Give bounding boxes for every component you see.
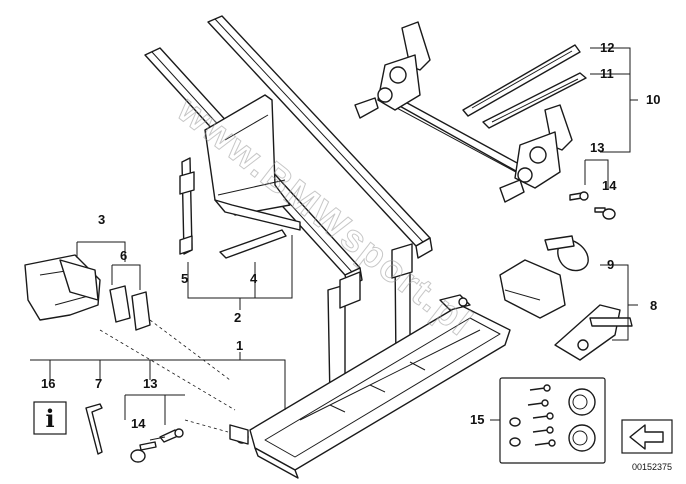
callout-14-upper: 14 — [602, 178, 617, 193]
allen-key-7 — [85, 403, 103, 455]
drawing-ref-box: 00152375 — [621, 419, 673, 472]
clamp-9 — [499, 235, 589, 319]
callout-3: 3 — [98, 212, 105, 227]
callout-12: 12 — [600, 40, 614, 55]
callout-10: 10 — [646, 92, 660, 107]
rack-frame — [144, 15, 511, 479]
callout-11: 11 — [600, 66, 614, 81]
wheel-holder-assembly — [354, 21, 616, 220]
lock-set-15 — [499, 377, 606, 464]
cover-3 — [24, 254, 101, 321]
pad-4 — [219, 229, 287, 259]
callout-6: 6 — [120, 248, 127, 263]
strap-12 — [462, 44, 581, 117]
callout-2: 2 — [234, 310, 241, 325]
callout-9: 9 — [607, 257, 614, 272]
bracket-8 — [554, 304, 633, 361]
drawing-id: 00152375 — [632, 462, 672, 472]
strap-5 — [179, 157, 195, 255]
info-symbol: i — [45, 404, 54, 433]
pad-6 — [109, 285, 151, 331]
callout-16: 16 — [41, 376, 55, 391]
strap-11 — [482, 72, 587, 129]
callout-14-lower: 14 — [131, 416, 146, 431]
callout-5: 5 — [181, 271, 188, 286]
callout-lines — [30, 47, 638, 433]
callout-13-lower: 13 — [143, 376, 157, 391]
screw-key-set — [130, 428, 184, 463]
callout-15: 15 — [470, 412, 484, 427]
info-box-16: i — [33, 401, 67, 435]
callout-4: 4 — [250, 271, 258, 286]
callout-8: 8 — [650, 298, 657, 313]
callout-13-upper: 13 — [590, 140, 604, 155]
callout-1: 1 — [236, 338, 243, 353]
callout-numbers: 1 2 3 4 5 6 7 8 9 10 11 12 13 13 14 14 1… — [41, 40, 660, 431]
callout-7: 7 — [95, 376, 102, 391]
